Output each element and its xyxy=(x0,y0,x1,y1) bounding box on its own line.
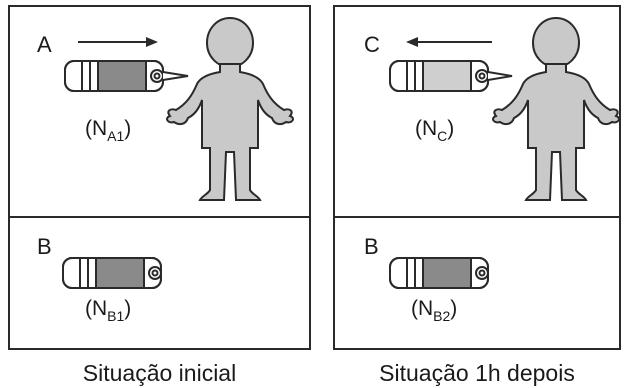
caption-initial: Situação inicial xyxy=(82,360,237,386)
arrow-left-icon xyxy=(406,37,492,47)
label-a: A xyxy=(37,32,52,57)
label-b-left: B xyxy=(37,234,52,259)
label-c: C xyxy=(364,32,380,57)
person-icon xyxy=(166,17,294,201)
n-label-c: (NC) xyxy=(415,117,455,144)
panel-after xyxy=(333,5,621,350)
panel-initial xyxy=(8,5,311,350)
syringe-icon xyxy=(64,60,189,92)
arrow-right-icon xyxy=(78,37,158,47)
caption-after: Situação 1h depois xyxy=(379,360,575,386)
panel-after-divider xyxy=(335,216,619,218)
syringe-icon xyxy=(389,60,513,92)
label-b-right: B xyxy=(364,234,379,259)
person-icon xyxy=(492,17,620,201)
syringe-icon xyxy=(389,257,489,289)
syringe-icon xyxy=(62,257,162,289)
n-label-b1: (NB1) xyxy=(85,297,132,324)
panel-initial-divider xyxy=(10,216,309,218)
n-label-b2: (NB2) xyxy=(411,297,458,324)
n-label-a1: (NA1) xyxy=(85,117,132,144)
